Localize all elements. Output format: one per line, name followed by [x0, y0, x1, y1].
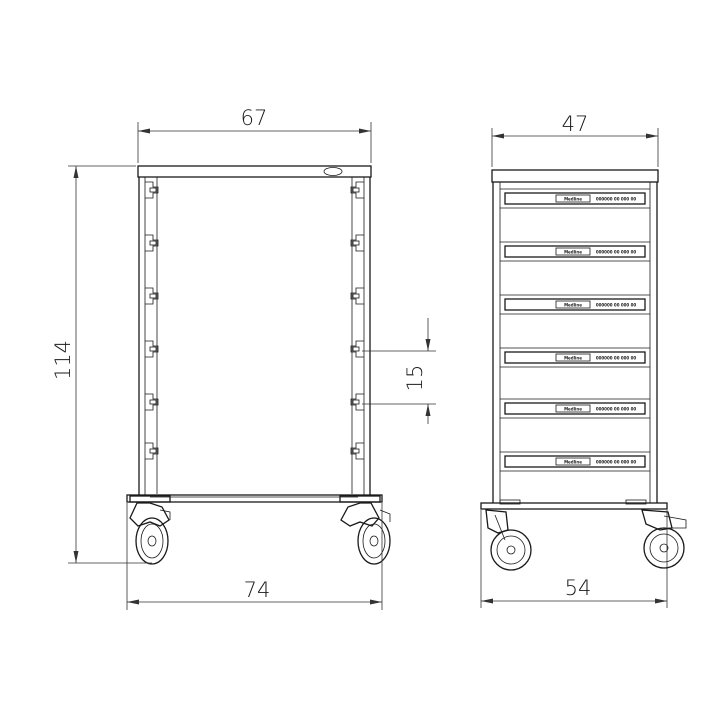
tray-brand-label: Medline [564, 407, 582, 412]
tray-code-label: 000000 00 000 00 [596, 356, 637, 361]
tray-code-label: 000000 00 000 00 [596, 407, 637, 412]
front-right-rail-bracket [350, 287, 364, 305]
front-view [126, 165, 391, 565]
dim-front-top-width: 67 [137, 106, 372, 163]
side-left-caster [485, 509, 532, 571]
tray-label-plate [555, 404, 591, 413]
front-right-rail-bracket [350, 234, 364, 252]
tray-brand-label: Medline [564, 197, 582, 202]
front-left-rail-bracket [145, 340, 159, 358]
tray-brand-label: Medline [564, 303, 582, 308]
side-tray: Medline 000000 00 000 00 [500, 294, 650, 315]
label-front-top-width: 67 [241, 106, 268, 130]
front-right-caster [340, 502, 391, 565]
front-left-rail-bracket [145, 234, 159, 252]
front-right-rail-bracket [350, 340, 364, 358]
side-trays: Medline 000000 00 000 00 Medline 000000 00 … [500, 188, 650, 472]
front-left-rail-bracket [145, 287, 159, 305]
label-slot-pitch: 15 [403, 365, 427, 392]
front-left-rails [145, 181, 159, 460]
tray-brand-label: Medline [564, 356, 582, 361]
dim-front-base-width: 74 [126, 503, 383, 610]
tray-code-label: 000000 00 000 00 [596, 460, 637, 465]
side-tray: Medline 000000 00 000 00 [500, 347, 650, 368]
dim-front-height: 114 [51, 165, 152, 564]
front-top-plate [137, 165, 372, 178]
front-left-caster [129, 502, 171, 565]
side-tray: Medline 000000 00 000 00 [500, 241, 650, 262]
tray-code-label: 000000 00 000 00 [596, 250, 637, 255]
tray-label-plate [555, 353, 591, 362]
front-right-caster-plate [339, 495, 381, 503]
tray-code-label: 000000 00 000 00 [596, 197, 637, 202]
tray-label-plate [555, 247, 591, 256]
tray-brand-label: Medline [564, 250, 582, 255]
front-left-caster-plate [129, 495, 171, 503]
tray-label-plate [555, 194, 591, 203]
label-front-height: 114 [51, 340, 75, 380]
side-view: Medline 000000 00 000 00 Medline 000000 00 … [480, 169, 687, 571]
side-tray: Medline 000000 00 000 00 [500, 451, 650, 472]
front-top-handle-hole [323, 167, 343, 176]
side-top-plate [491, 169, 659, 183]
label-side-base-width: 54 [565, 576, 592, 600]
dim-slot-pitch: 15 [362, 318, 436, 424]
tray-label-plate [555, 457, 591, 466]
front-right-rails [350, 181, 364, 460]
front-left-rail-bracket [145, 181, 159, 199]
side-right-caster-plate [625, 499, 647, 505]
side-right-caster [641, 509, 687, 569]
label-side-top-width: 47 [562, 112, 589, 136]
front-right-rail-bracket [350, 393, 364, 411]
dim-side-top-width: 47 [491, 112, 659, 167]
label-front-base-width: 74 [244, 578, 271, 602]
side-tray: Medline 000000 00 000 00 [500, 398, 650, 419]
side-base-plate [480, 502, 668, 510]
side-left-caster-plate [499, 499, 521, 505]
tray-brand-label: Medline [564, 460, 582, 465]
front-right-rail-bracket [350, 181, 364, 199]
tray-code-label: 000000 00 000 00 [596, 303, 637, 308]
side-tray: Medline 000000 00 000 00 [500, 188, 650, 209]
tray-label-plate [555, 300, 591, 309]
front-left-rail-bracket [145, 393, 159, 411]
dim-side-base-width: 54 [480, 510, 668, 608]
front-right-rail-bracket [350, 442, 364, 460]
front-base-plate [126, 494, 383, 503]
front-left-rail-bracket [145, 442, 159, 460]
